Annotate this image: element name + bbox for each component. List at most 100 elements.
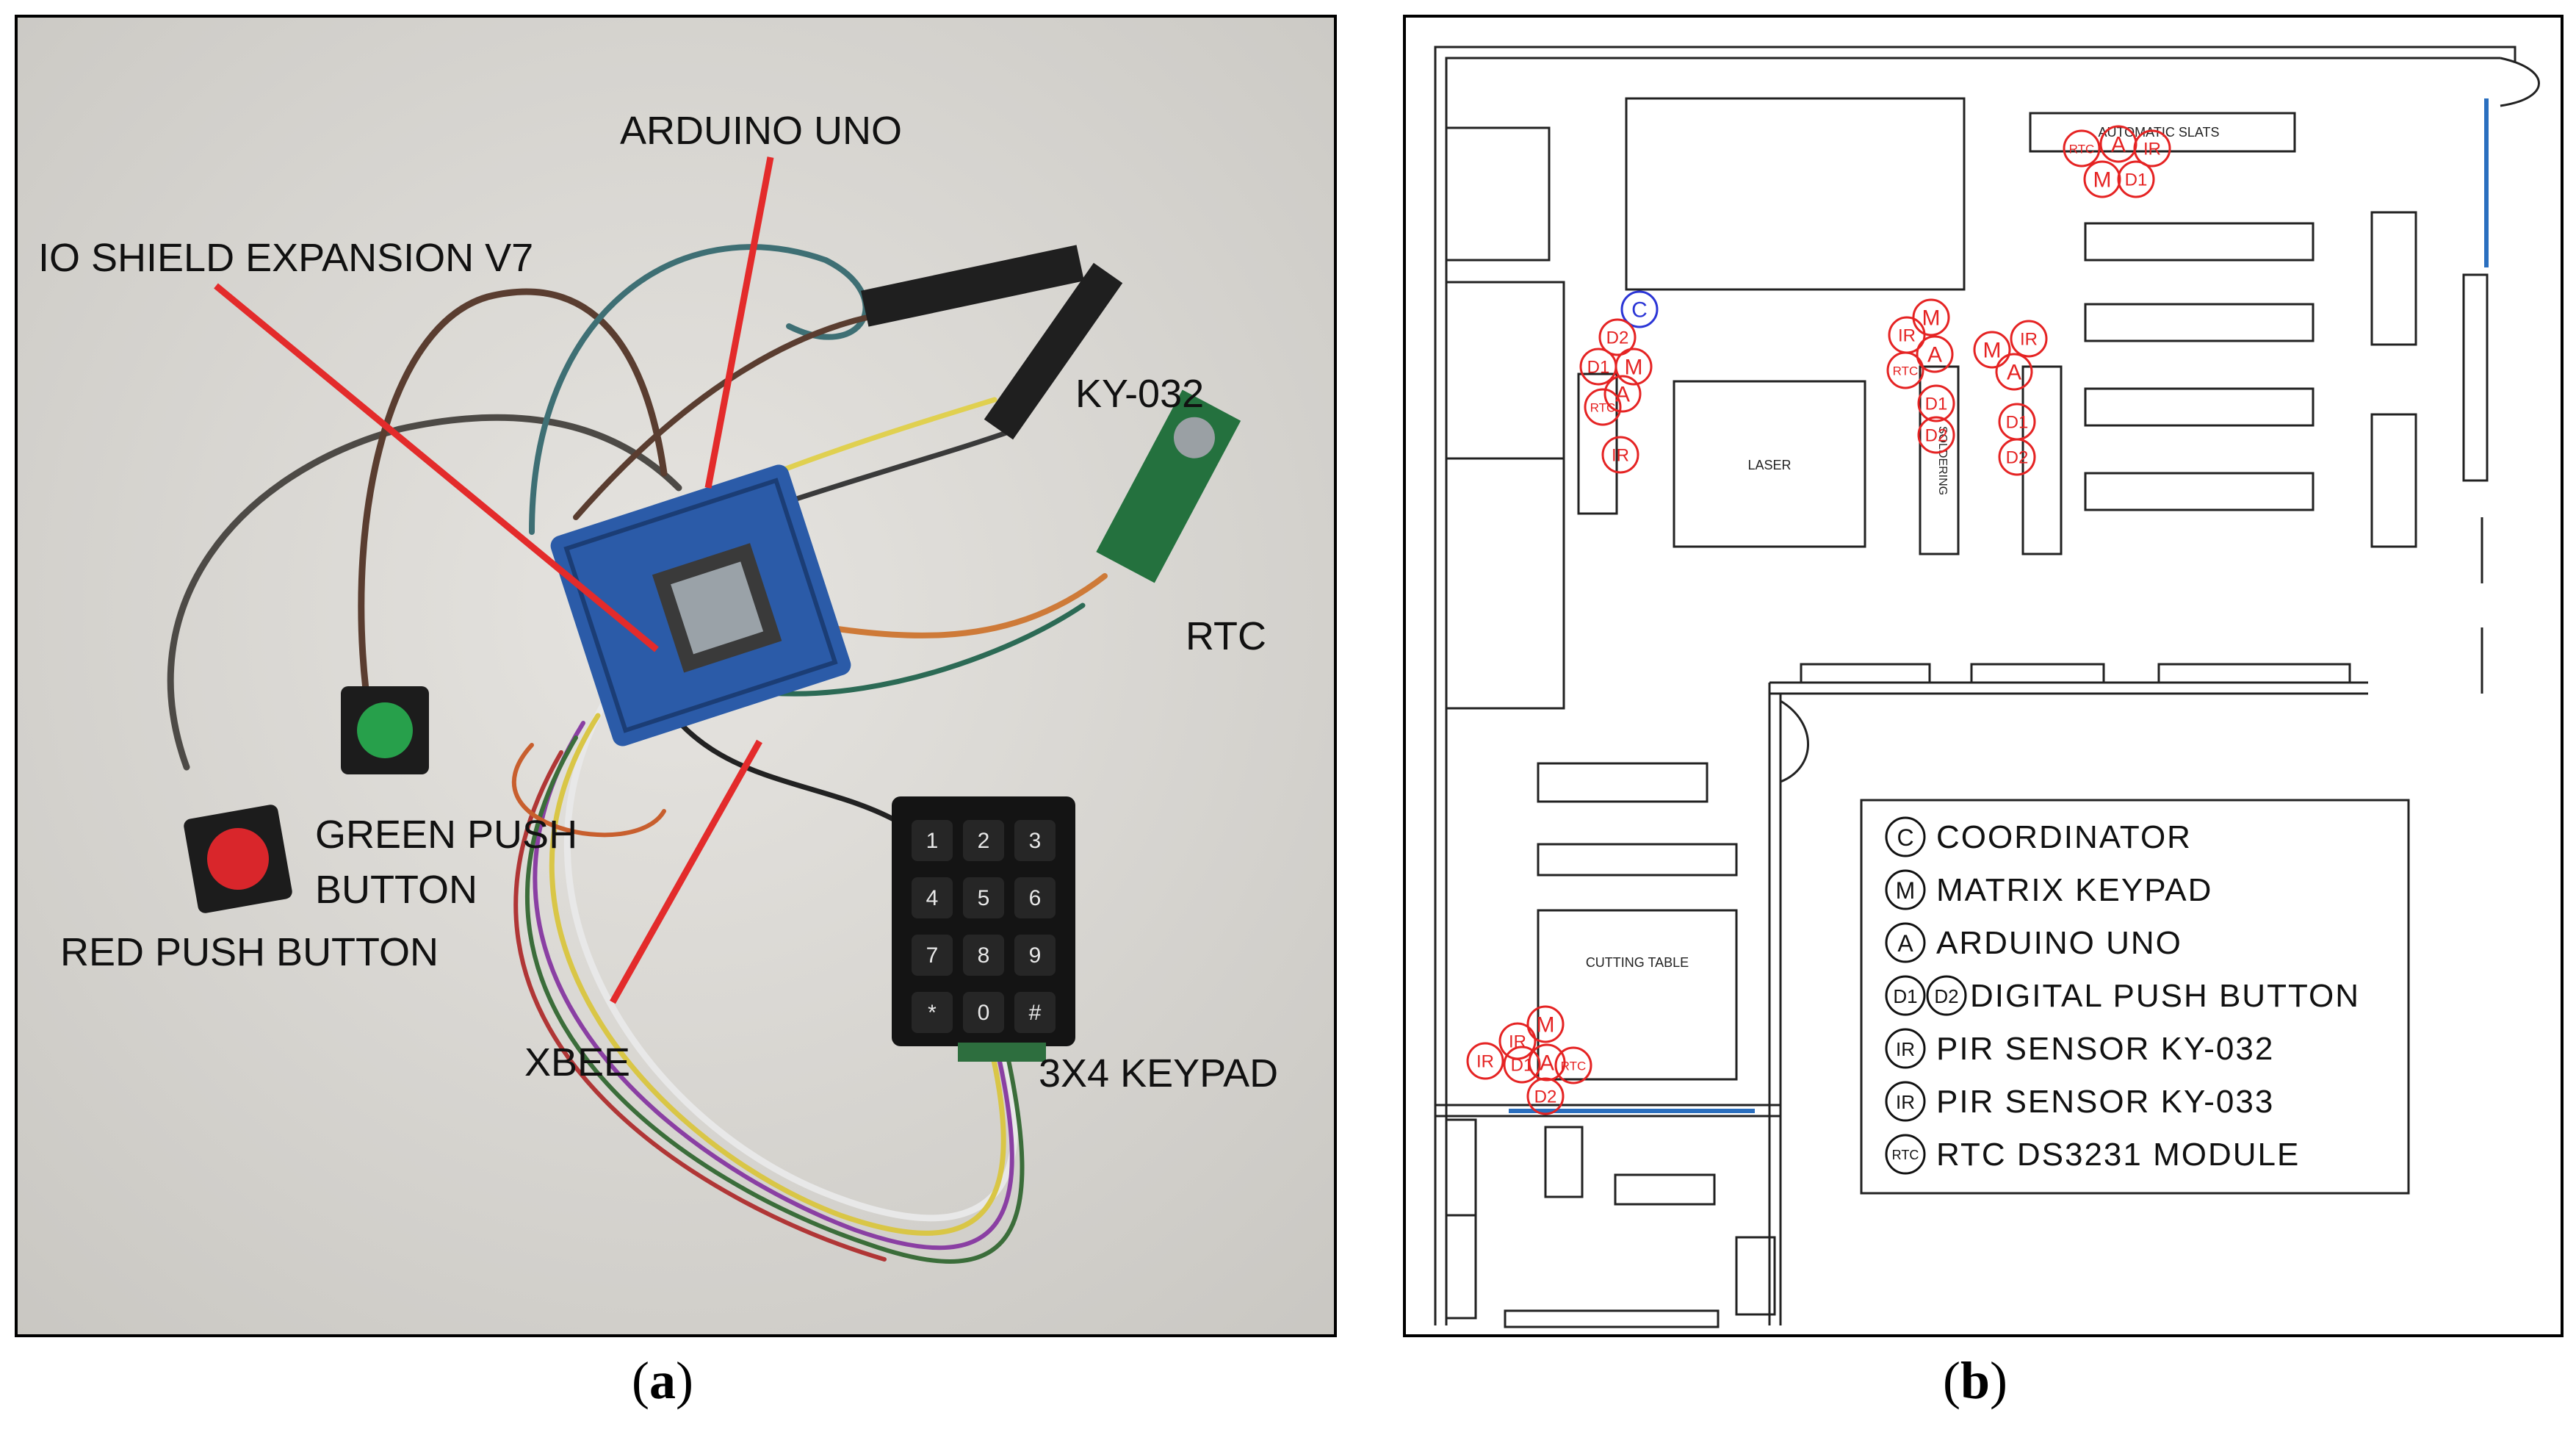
green-push-button	[341, 686, 429, 774]
keypad-key: 4	[912, 877, 953, 918]
svg-text:D1: D1	[2006, 413, 2029, 433]
svg-text:D1: D1	[1893, 985, 1917, 1007]
svg-text:D1: D1	[1925, 395, 1948, 414]
svg-text:2: 2	[978, 829, 990, 853]
svg-text:D2: D2	[1934, 985, 1958, 1007]
svg-text:IR: IR	[1476, 1052, 1494, 1072]
label-io-shield: IO SHIELD EXPANSION V7	[38, 236, 533, 280]
device-badge: D1	[2117, 160, 2155, 198]
label-green-push: GREEN PUSH	[315, 813, 577, 857]
ky032-sensor	[861, 245, 1123, 440]
floor-plan: AUTOMATIC SLATS LASER SOLDERING CUTTING …	[1403, 15, 2564, 1337]
device-badge: A	[2099, 125, 2137, 163]
svg-text:9: 9	[1029, 943, 1042, 968]
caption-b: (b)	[1943, 1351, 2008, 1410]
legend-label: RTC DS3231 MODULE	[1936, 1137, 2300, 1173]
device-badge: IR	[1601, 436, 1639, 474]
legend-symbol: A	[1885, 922, 1926, 963]
svg-text:IR: IR	[1896, 1091, 1915, 1113]
device-badge: D2	[1526, 1077, 1565, 1115]
legend-symbol: RTC	[1885, 1134, 1926, 1175]
device-badge: A	[1995, 353, 2033, 391]
svg-text:8: 8	[978, 943, 990, 968]
device-badge: D1	[1503, 1046, 1541, 1084]
svg-text:D1: D1	[1587, 358, 1610, 378]
svg-text:IR: IR	[1896, 1038, 1915, 1060]
device-badge: M	[1526, 1005, 1565, 1043]
keypad-key: 1	[912, 820, 953, 861]
keypad-key: 8	[963, 935, 1004, 976]
keypad-key: 9	[1014, 935, 1056, 976]
device-badge: IR	[1498, 1022, 1537, 1060]
svg-text:A: A	[2111, 133, 2126, 157]
svg-text:4: 4	[926, 886, 939, 910]
legend-row: A ARDUINO UNO	[1885, 922, 2182, 963]
svg-text:M: M	[1625, 356, 1643, 380]
svg-text:A: A	[2007, 361, 2021, 385]
plan-walls	[1434, 46, 2540, 1328]
pointer-lines	[214, 156, 774, 1004]
svg-text:IR: IR	[2020, 330, 2038, 350]
legend-row: D1 D2 DIGITAL PUSH BUTTON	[1885, 975, 2360, 1016]
legend-symbol: IR	[1885, 1028, 1926, 1069]
device-badge: IR	[2010, 320, 2048, 358]
device-badge: RTC	[1554, 1046, 1592, 1084]
svg-text:C: C	[1897, 824, 1913, 851]
label-arduino-uno: ARDUINO UNO	[620, 109, 902, 153]
keypad-key: 2	[963, 820, 1004, 861]
legend-row: C COORDINATOR	[1885, 816, 2192, 857]
svg-text:C: C	[1631, 298, 1648, 323]
label-cutting-table: CUTTING TABLE	[1586, 955, 1689, 970]
legend-label: DIGITAL PUSH BUTTON	[1970, 978, 2360, 1014]
keypad-key: 3	[1014, 820, 1056, 861]
svg-text:RTC: RTC	[2069, 143, 2095, 156]
legend-label: MATRIX KEYPAD	[1936, 872, 2212, 908]
keypad-key: 7	[912, 935, 953, 976]
device-badge: M	[1912, 298, 1950, 337]
device-badge: D2	[1917, 416, 1955, 454]
device-badge: M	[1614, 348, 1653, 386]
svg-text:RTC: RTC	[1561, 1059, 1587, 1073]
label-xbee: XBEE	[524, 1040, 630, 1084]
coordinator-marker: C	[1620, 290, 1659, 328]
label-3x4-keypad: 3X4 KEYPAD	[1039, 1051, 1278, 1095]
legend-row: IR PIR SENSOR KY-032	[1885, 1028, 2274, 1069]
legend-label: COORDINATOR	[1936, 819, 2192, 855]
svg-text:0: 0	[978, 1001, 990, 1025]
device-badge: A	[1916, 335, 1954, 373]
svg-text:6: 6	[1029, 886, 1042, 910]
red-push-button	[184, 805, 292, 913]
legend-symbol: D1	[1885, 975, 1926, 1016]
svg-text:A: A	[1927, 343, 1942, 367]
floor-plan-drawing: AUTOMATIC SLATS LASER SOLDERING CUTTING …	[1434, 46, 2540, 1328]
legend-symbol: IR	[1885, 1081, 1926, 1122]
device-badge: A	[1528, 1043, 1566, 1082]
legend-label: PIR SENSOR KY-033	[1936, 1084, 2274, 1120]
svg-text:D2: D2	[1534, 1087, 1557, 1107]
keypad-key: 0	[963, 992, 1004, 1033]
svg-text:3: 3	[1029, 829, 1042, 853]
svg-text:IR: IR	[1612, 446, 1629, 466]
label-soldering: SOLDERING	[1936, 426, 1949, 495]
plan-windows	[1509, 98, 2489, 1113]
svg-text:D1: D1	[2125, 170, 2148, 190]
legend-symbol: M	[1885, 869, 1926, 910]
device-badge: RTC	[1886, 351, 1924, 389]
svg-text:RTC: RTC	[1893, 364, 1919, 378]
svg-text:RTC: RTC	[1590, 401, 1616, 415]
legend-row: IR PIR SENSOR KY-033	[1885, 1081, 2274, 1122]
keypad-key: 6	[1014, 877, 1056, 918]
svg-text:*: *	[928, 1001, 937, 1025]
device-badge: M	[2083, 160, 2121, 198]
svg-text:IR: IR	[1898, 326, 1916, 346]
device-badge: D1	[1998, 403, 2036, 441]
legend-box	[1860, 799, 2410, 1195]
label-laser: LASER	[1747, 458, 1791, 472]
legend-label: PIR SENSOR KY-032	[1936, 1031, 2274, 1067]
svg-text:D2: D2	[1606, 328, 1629, 348]
label-red-push-button: RED PUSH BUTTON	[60, 930, 439, 974]
legend-label: ARDUINO UNO	[1936, 925, 2182, 961]
device-badge: D1	[1917, 384, 1955, 422]
